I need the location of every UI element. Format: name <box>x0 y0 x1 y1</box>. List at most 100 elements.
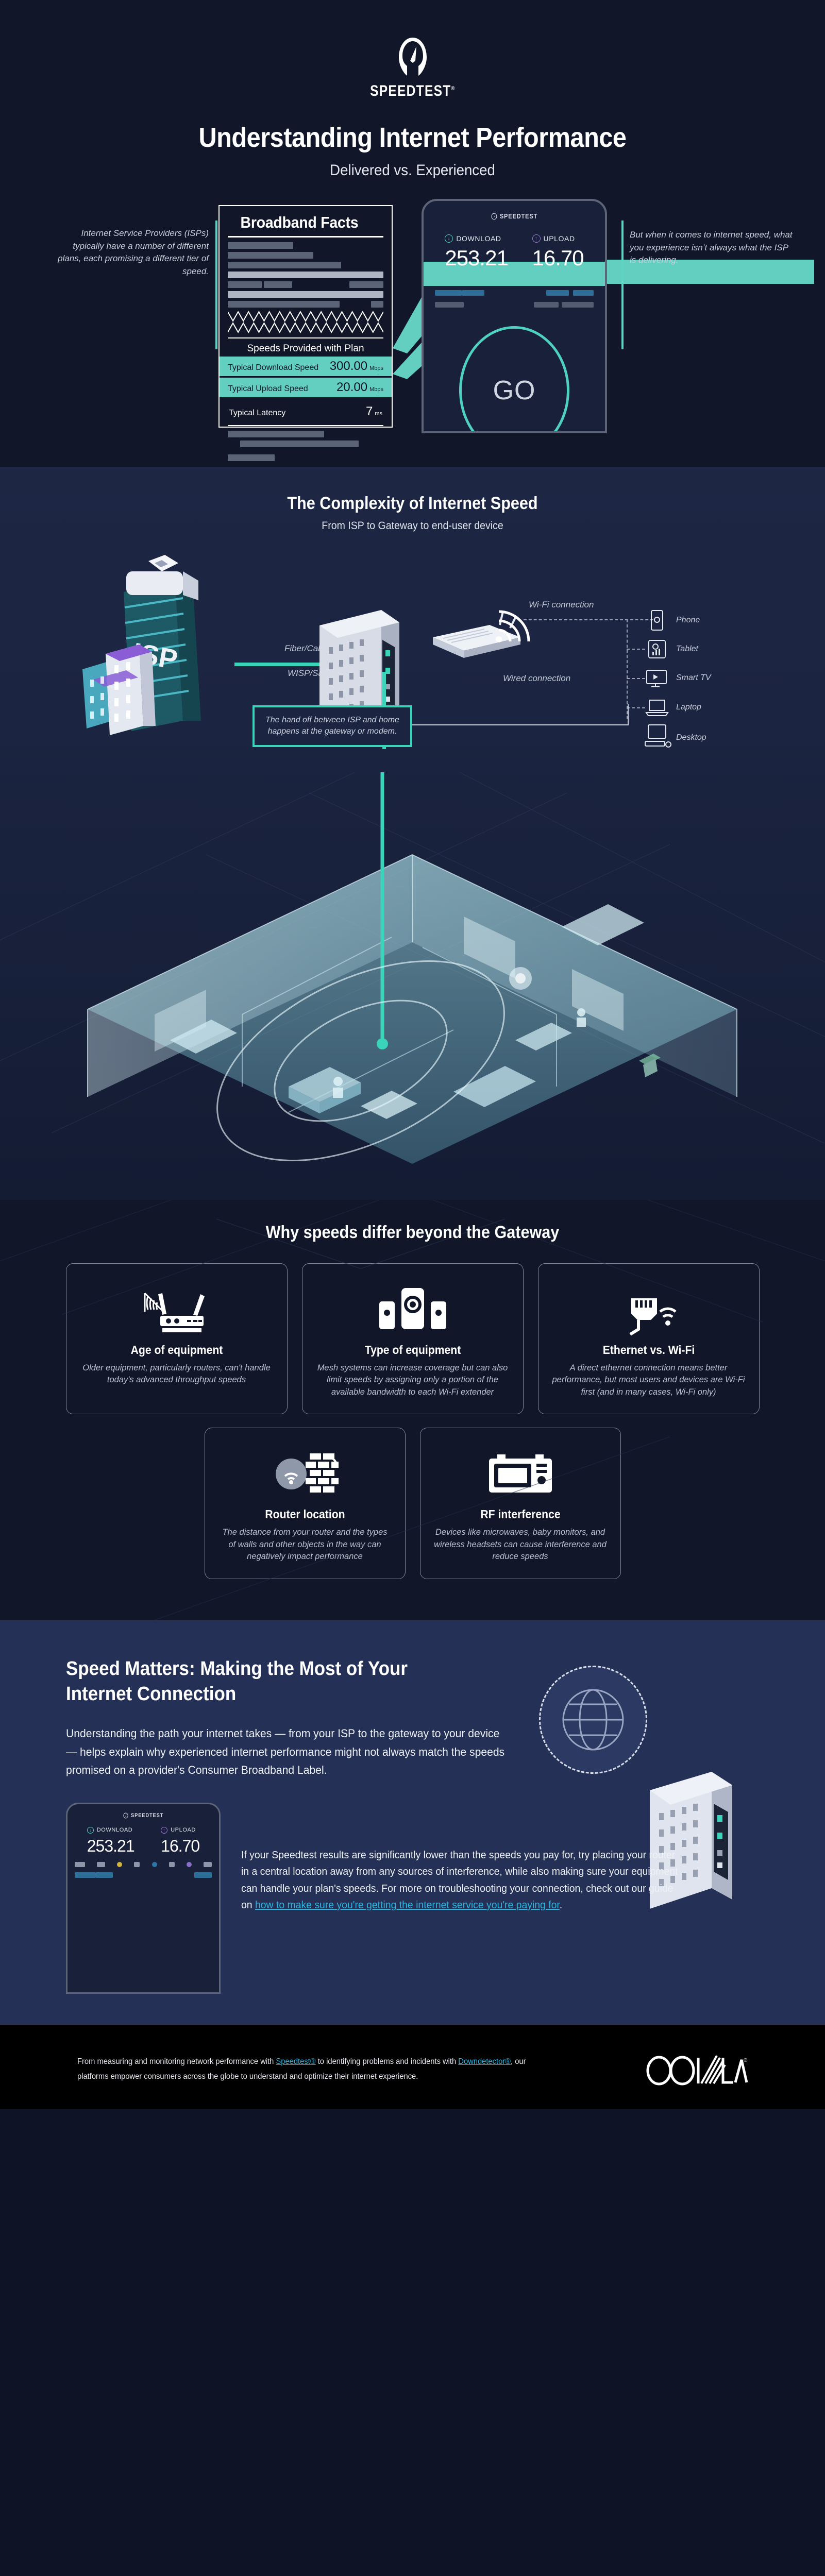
bracket-left <box>215 221 223 349</box>
divider <box>228 236 383 238</box>
download-value: 253.21 <box>87 1836 135 1855</box>
complexity-section: The Complexity of Internet Speed From IS… <box>0 467 825 1200</box>
upload-value: 16.70 <box>532 246 584 270</box>
wifi-connection-label: Wi-Fi connection <box>529 600 594 609</box>
downdetector-link[interactable]: Downdetector® <box>458 2057 511 2066</box>
smart-tv-icon <box>646 670 667 687</box>
ethernet-wifi-icon <box>552 1281 746 1338</box>
download-arrow-icon: ↓ <box>445 234 453 243</box>
card-title: Ethernet vs. Wi-Fi <box>602 1343 695 1357</box>
isometric-home-illustration <box>0 720 825 1179</box>
wifi-signal-icon <box>496 610 530 642</box>
download-value: 253.21 <box>445 246 508 270</box>
spec-label: Typical Latency <box>229 409 286 417</box>
wifi-link-line <box>524 619 653 620</box>
phone-bar-row-blue <box>424 290 605 296</box>
phone-icon <box>651 610 663 631</box>
card-body: Mesh systems can increase coverage but c… <box>317 1363 508 1397</box>
card-title: Type of equipment <box>364 1343 461 1357</box>
upload-value: 16.70 <box>161 1836 200 1855</box>
wifi-branch-tablet <box>627 649 645 650</box>
spec-unit: Mbps <box>369 365 383 371</box>
speedometer-icon <box>123 1812 128 1819</box>
placeholder-bar <box>228 262 342 268</box>
placeholder-bar <box>240 440 359 447</box>
wifi-bus-line <box>627 619 628 719</box>
page-subtitle: Delivered vs. Experienced <box>330 162 495 179</box>
torn-edge-icon <box>228 322 383 333</box>
speedtest-phone-mockup: SPEEDTEST ↓ DOWNLOAD 253.21 ↑ UPL <box>422 199 607 433</box>
upload-result: ↑ UPLOAD 16.70 <box>532 234 584 270</box>
upload-arrow-icon: ↑ <box>161 1826 168 1834</box>
spec-value: 20.00 <box>336 380 368 394</box>
note-text-before: If your Speedtest results are significan… <box>241 1849 678 1911</box>
go-button[interactable]: GO <box>459 326 569 431</box>
speed-matters-section: Speed Matters: Making the Most of Your I… <box>0 1620 825 2025</box>
note-text-after: . <box>559 1900 563 1911</box>
matters-title: Speed Matters: Making the Most of Your I… <box>66 1657 408 1705</box>
page-title: Understanding Internet Performance <box>198 122 627 153</box>
isp-building-icon: ISP <box>82 555 201 735</box>
highlight-band <box>424 262 605 286</box>
why-title: Why speeds differ beyond the Gateway <box>265 1223 560 1242</box>
gateway-device-illustration <box>650 1771 732 1909</box>
factor-card-type-of-equipment[interactable]: Type of equipment Mesh systems can incre… <box>301 1263 524 1415</box>
matters-note: If your Speedtest results are significan… <box>241 1847 681 1914</box>
wifi-branch-tv <box>627 678 645 679</box>
wired-line-vertical <box>628 704 629 725</box>
download-caption: ↓ DOWNLOAD <box>445 234 508 243</box>
speedometer-icon <box>491 213 497 219</box>
experience-note: But when it comes to internet speed, wha… <box>630 230 793 265</box>
spec-value: 300.00 <box>329 359 368 373</box>
background-blueprint-lines <box>0 1200 825 1620</box>
placeholder-bar <box>228 454 275 461</box>
ookla-logo: ® <box>645 2054 748 2086</box>
wired-connection-label: Wired connection <box>503 673 571 683</box>
globe-icon <box>539 1665 647 1774</box>
factor-card-ethernet-vs-wifi[interactable]: Ethernet vs. Wi-Fi A direct ethernet con… <box>537 1263 760 1415</box>
mesh-system-icon <box>316 1281 510 1338</box>
factor-card-router-location[interactable]: Router location The distance from your r… <box>204 1428 406 1579</box>
spec-label: Typical Download Speed <box>228 363 319 372</box>
spec-unit: ms <box>375 411 382 417</box>
phone-bar-row-grey <box>424 302 605 308</box>
phone-brand: SPEEDTEST <box>79 1812 208 1819</box>
infographic-page: SPEEDTEST® Understanding Internet Perfor… <box>0 0 825 2109</box>
why-speeds-differ-section: Why speeds differ beyond the Gateway <box>0 1200 825 1620</box>
card-body: Older equipment, particularly routers, c… <box>82 1363 271 1385</box>
logo-wordmark: SPEEDTEST® <box>369 82 456 99</box>
broadband-facts-title: Broadband Facts <box>240 213 359 231</box>
router-cobweb-icon <box>80 1281 274 1338</box>
troubleshooting-guide-link[interactable]: how to make sure you're getting the inte… <box>255 1900 560 1911</box>
placeholder-bar <box>228 242 293 249</box>
bracket-right <box>616 221 624 349</box>
speedtest-link[interactable]: Speedtest® <box>276 2057 316 2066</box>
card-title: Router location <box>264 1507 345 1521</box>
matters-bottom-row: SPEEDTEST ↓ DOWNLOAD 253.21 ↑ <box>0 1802 825 1994</box>
svg-text:®: ® <box>744 2058 748 2063</box>
device-label-phone: Phone <box>676 616 700 624</box>
factor-card-age-of-equipment[interactable]: Age of equipment Older equipment, partic… <box>65 1263 288 1415</box>
desktop-icon <box>645 724 671 748</box>
download-result: ↓ DOWNLOAD 253.21 <box>87 1826 135 1856</box>
factor-cards-row-2: Router location The distance from your r… <box>0 1428 825 1579</box>
upload-caption: ↑ UPLOAD <box>161 1826 199 1834</box>
wired-line-horizontal <box>392 724 629 725</box>
speedtest-phone-mockup-bottom: SPEEDTEST ↓ DOWNLOAD 253.21 ↑ <box>66 1802 221 1994</box>
matters-paragraph: Understanding the path your internet tak… <box>66 1727 505 1776</box>
download-caption: ↓ DOWNLOAD <box>87 1826 134 1834</box>
placeholder-bar <box>228 252 314 259</box>
isp-note: Internet Service Providers (ISPs) typica… <box>58 228 209 276</box>
wifi-branch-laptop <box>627 707 645 708</box>
gateway-callout: The hand off between ISP and home happen… <box>252 705 412 747</box>
placeholder-bar <box>228 291 383 298</box>
device-label-laptop: Laptop <box>676 703 701 711</box>
network-diagram: ISP <box>0 546 825 788</box>
hero-diagram: Internet Service Providers (ISPs) typica… <box>0 199 825 461</box>
torn-edge-icon <box>228 311 383 322</box>
hero-section: SPEEDTEST® Understanding Internet Perfor… <box>0 0 825 467</box>
card-title: RF interference <box>480 1507 561 1521</box>
